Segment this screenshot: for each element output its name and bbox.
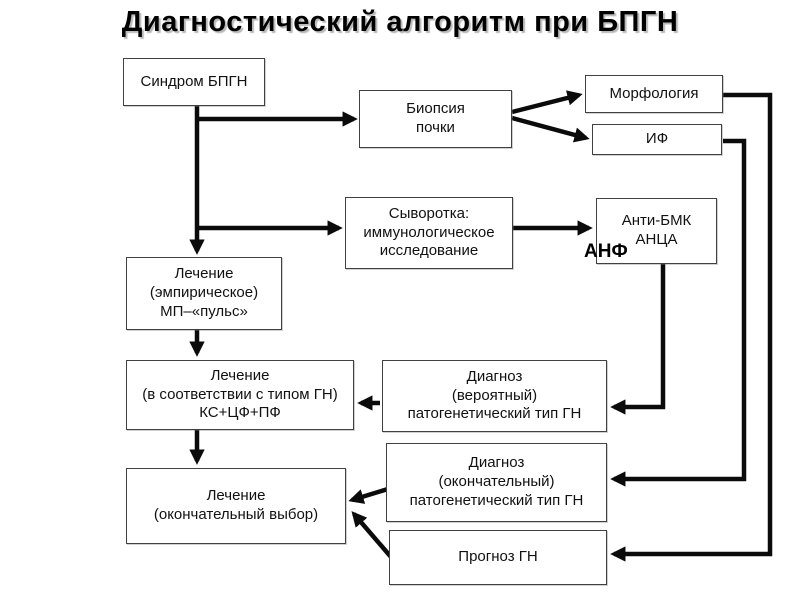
node-final-diagnosis: Диагноз (окончательный) патогенетический… xyxy=(386,443,607,522)
arrow-antibmk-to-probable-diagnosis xyxy=(610,264,666,415)
node-final-diagnosis-label: Диагноз (окончательный) патогенетический… xyxy=(409,454,584,509)
arrow-prognosis-to-final-treatment xyxy=(351,511,393,559)
arrow-morphology-to-prognosis xyxy=(610,92,773,562)
node-empirical-treatment: Лечение (эмпирическое) МП–«пульс» xyxy=(126,257,282,330)
node-syndrome-bpgn: Синдром БПГН xyxy=(123,58,265,106)
slide-title: Диагностический алгоритм при БПГН xyxy=(121,6,679,38)
node-gn-prognosis-label: Прогноз ГН xyxy=(458,548,538,566)
node-probable-diagnosis: Диагноз (вероятный) патогенетический тип… xyxy=(382,360,607,432)
arrow-if-to-final-diagnosis xyxy=(610,138,747,487)
label-anf: АНФ xyxy=(584,241,628,262)
node-treatment-by-gn-type: Лечение (в соответствии с типом ГН) КС+Ц… xyxy=(126,360,354,430)
node-morphology: Морфология xyxy=(585,75,723,113)
node-morphology-label: Морфология xyxy=(609,84,699,102)
node-serum-immunology-label: Сыворотка: иммунологическое исследование xyxy=(363,204,495,260)
node-anti-gbm-anca-label: Анти-БМК АНЦА xyxy=(621,212,692,248)
node-syndrome-bpgn-label: Синдром БПГН xyxy=(140,72,248,90)
arrow-final-diagnosis-to-final-treatment xyxy=(348,486,389,504)
node-final-treatment: Лечение (окончательный выбор) xyxy=(126,468,346,544)
node-serum-immunology: Сыворотка: иммунологическое исследование xyxy=(345,197,513,269)
node-treatment-by-gn-type-label: Лечение (в соответствии с типом ГН) КС+Ц… xyxy=(142,366,338,422)
node-empirical-treatment-label: Лечение (эмпирическое) МП–«пульс» xyxy=(149,265,259,320)
arrow-biopsy-to-if xyxy=(511,115,590,143)
node-kidney-biopsy-label: Биопсия почки xyxy=(406,100,465,136)
node-immunofluorescence: ИФ xyxy=(592,124,722,155)
node-final-treatment-label: Лечение (окончательный выбор) xyxy=(153,487,319,523)
node-kidney-biopsy: Биопсия почки xyxy=(359,90,512,148)
node-anti-gbm-anca: Анти-БМК АНЦА xyxy=(596,198,717,264)
node-immunofluorescence-label: ИФ xyxy=(645,130,669,148)
arrow-biopsy-to-morphology xyxy=(511,90,583,115)
node-probable-diagnosis-label: Диагноз (вероятный) патогенетический тип… xyxy=(407,367,582,423)
node-gn-prognosis: Прогноз ГН xyxy=(389,530,607,585)
